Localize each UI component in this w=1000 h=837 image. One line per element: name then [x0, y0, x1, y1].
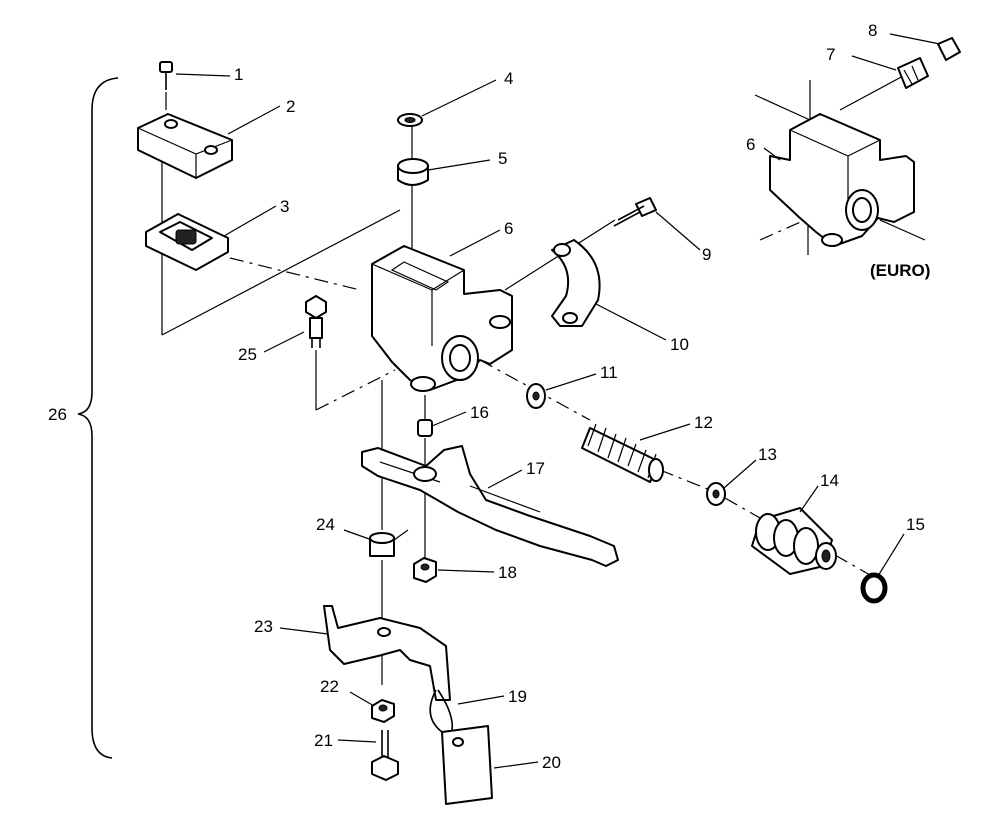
part-24-torsion-spring	[369, 529, 409, 557]
callout-25: 25	[238, 345, 257, 364]
callout-24: 24	[316, 515, 335, 534]
callout-10: 10	[670, 335, 689, 354]
part-9-bolt	[613, 197, 657, 227]
callout-3: 3	[280, 197, 289, 216]
callout-14: 14	[820, 471, 839, 490]
part-4-washer	[397, 113, 423, 127]
callout-17: 17	[526, 459, 545, 478]
euro-variant-label: (EURO)	[870, 261, 930, 280]
part-2-reservoir-cover	[137, 113, 233, 179]
part-18-nut	[413, 557, 437, 583]
part-1-screw	[159, 61, 173, 90]
callout-15: 15	[906, 515, 925, 534]
callout-26: 26	[48, 405, 67, 424]
part-10-clamp	[551, 239, 601, 327]
part-3-diaphragm	[145, 213, 229, 271]
callout-6-euro: 6	[746, 135, 755, 154]
callout-5: 5	[498, 149, 507, 168]
part-14-piston	[751, 507, 837, 575]
part-21-bolt	[371, 730, 399, 781]
callout-19: 19	[508, 687, 527, 706]
leader-lines	[175, 33, 941, 769]
callout-7: 7	[826, 45, 835, 64]
callout-8: 8	[868, 21, 877, 40]
callout-22: 22	[320, 677, 339, 696]
part-17-lever	[361, 445, 619, 567]
callout-11: 11	[600, 363, 618, 382]
part-23-bracket	[323, 605, 451, 701]
part-7-fitting	[897, 57, 929, 89]
callout-23: 23	[254, 617, 273, 636]
callout-9: 9	[702, 245, 711, 264]
callout-6: 6	[504, 219, 513, 238]
part-6-master-cylinder	[371, 245, 513, 392]
part-25-shoulder-bolt	[305, 295, 327, 348]
callout-18: 18	[498, 563, 517, 582]
part-16-pin	[417, 419, 433, 437]
callout-13: 13	[758, 445, 777, 464]
part-12-spring	[581, 423, 664, 483]
callout-20: 20	[542, 753, 561, 772]
callout-12: 12	[694, 413, 713, 432]
callout-4: 4	[504, 69, 513, 88]
part-13-washer	[706, 482, 726, 506]
callout-16: 16	[470, 403, 489, 422]
part-6-euro-master-cylinder	[769, 113, 915, 247]
part-11-washer	[526, 383, 546, 409]
part-8-cap	[937, 37, 961, 61]
part-5-bushing	[397, 158, 429, 186]
part-15-o-ring	[860, 572, 888, 604]
callout-21: 21	[314, 731, 333, 750]
callout-1: 1	[234, 65, 243, 84]
part-22-nut	[371, 699, 395, 723]
assembly-bracket	[77, 77, 119, 759]
part-20-tag	[441, 725, 493, 805]
callout-2: 2	[286, 97, 295, 116]
